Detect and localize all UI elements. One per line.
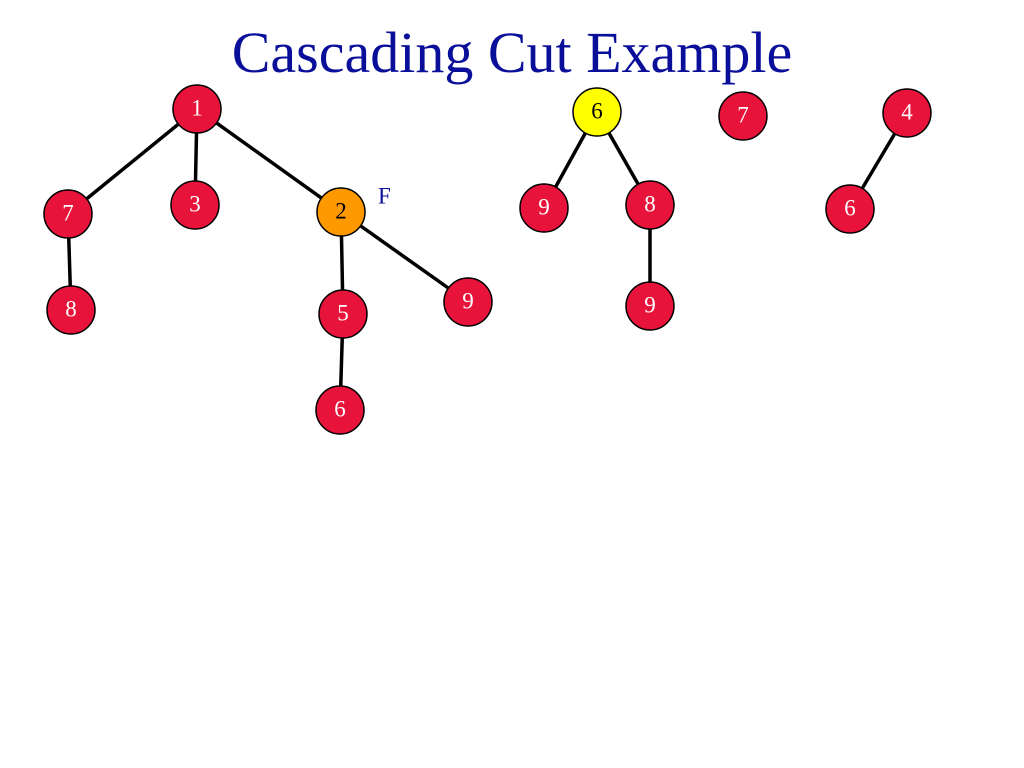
node-circle: [519, 183, 569, 233]
node-label: 6: [334, 397, 346, 422]
node-circle: [318, 289, 368, 339]
node-circle: [46, 285, 96, 335]
node-circle: [718, 91, 768, 141]
tree-edge: [66, 236, 73, 288]
tree-node: 8: [46, 285, 96, 335]
tree-node: 5: [318, 289, 368, 339]
node-label: 6: [844, 196, 856, 221]
node-label: 8: [65, 297, 77, 322]
node-circle: [172, 84, 222, 134]
node-label: 9: [644, 293, 656, 318]
tree-node: 6: [572, 87, 622, 137]
tree-node: 9: [625, 281, 675, 331]
node-label: 6: [591, 99, 603, 124]
tree-node: 6: [315, 385, 365, 435]
tree-node: 1: [172, 84, 222, 134]
tree-node: 9: [519, 183, 569, 233]
node-circle: [882, 88, 932, 138]
node-label: 9: [462, 289, 474, 314]
node-label: 2: [335, 199, 347, 224]
node-label: 7: [737, 103, 749, 128]
node-circle: [170, 180, 220, 230]
marked-flag-label: F: [378, 184, 391, 209]
node-label: 9: [538, 195, 550, 220]
tree-edge: [358, 224, 451, 290]
tree-node: 7: [718, 91, 768, 141]
tree-node: 2F: [316, 184, 391, 237]
node-label: 1: [191, 96, 203, 121]
node-circle: [572, 87, 622, 137]
node-label: 7: [62, 201, 74, 226]
tree-node: 6: [825, 184, 875, 234]
node-circle: [43, 189, 93, 239]
tree-node: 3: [170, 180, 220, 230]
tree-edge: [553, 131, 588, 189]
tree-edge: [339, 234, 345, 292]
edges-layer: [66, 121, 897, 388]
node-circle: [625, 281, 675, 331]
node-label: 5: [337, 301, 349, 326]
node-circle: [625, 180, 675, 230]
tree-edge: [193, 131, 199, 183]
node-circle: [443, 277, 493, 327]
node-circle: [825, 184, 875, 234]
tree-node: 4: [882, 88, 932, 138]
tree-edge: [84, 122, 181, 201]
node-circle: [315, 385, 365, 435]
tree-edge: [214, 121, 324, 200]
tree-node: 9: [443, 277, 493, 327]
slide-title: Cascading Cut Example: [231, 20, 793, 85]
tree-edge: [607, 131, 640, 186]
node-circle: [316, 187, 366, 237]
tree-edge: [860, 131, 897, 191]
node-label: 8: [644, 192, 656, 217]
tree-node: 8: [625, 180, 675, 230]
tree-edge: [338, 336, 345, 388]
tree-node: 7: [43, 189, 93, 239]
node-label: 4: [901, 100, 913, 125]
node-label: 3: [189, 192, 201, 217]
